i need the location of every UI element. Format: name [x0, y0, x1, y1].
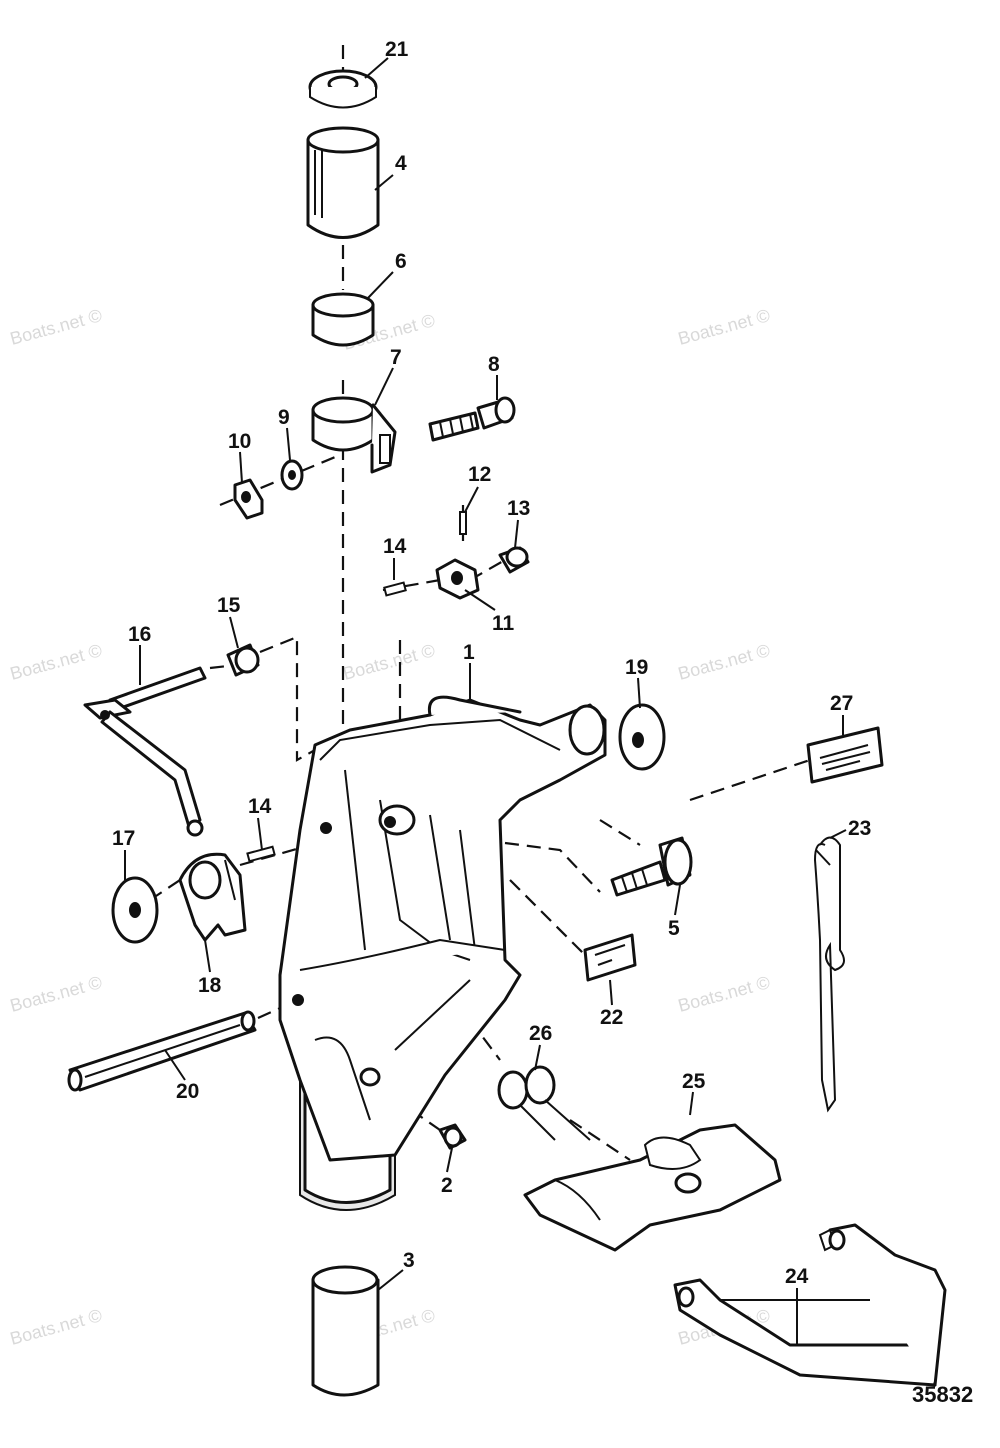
callout-25: 25 [682, 1070, 706, 1093]
callout-15: 15 [217, 594, 241, 617]
callout-21: 21 [385, 38, 409, 61]
part-16-lever [83, 666, 207, 837]
callout-10: 10 [228, 430, 251, 453]
callout-4: 4 [395, 152, 407, 175]
callout-2: 2 [441, 1174, 453, 1197]
callout-3: 3 [403, 1249, 415, 1272]
callout-22: 22 [600, 1006, 623, 1029]
watermark: Boats.net © [8, 1305, 104, 1349]
callout-1: 1 [463, 641, 475, 664]
part-18-cam [178, 852, 247, 942]
part-17-washer [111, 876, 159, 944]
watermark: Boats.net © [8, 305, 104, 349]
part-25-plate [523, 1123, 782, 1252]
leader-lines [124, 57, 847, 1345]
watermark: Boats.net © [341, 640, 437, 684]
part-24-lever [673, 1223, 947, 1387]
watermark: Boats.net © [676, 972, 772, 1016]
callout-26: 26 [529, 1022, 552, 1045]
callout-27: 27 [830, 692, 853, 715]
part-6-bushing [311, 292, 375, 347]
part-2-fitting [438, 1123, 467, 1150]
callout-20: 20 [176, 1080, 199, 1103]
watermark: Boats.net © [8, 972, 104, 1016]
callout-23: 23 [848, 817, 871, 840]
part-14-pin-lower [246, 845, 276, 863]
part-12-pin [459, 511, 467, 535]
part-19-washer [618, 703, 666, 771]
callout-5: 5 [668, 917, 680, 940]
part-4-sleeve [306, 126, 380, 239]
callout-14-upper: 14 [383, 535, 407, 558]
part-14-pin-upper [383, 581, 407, 597]
callout-17: 17 [112, 827, 135, 850]
callout-14-lower: 14 [248, 795, 272, 818]
part-27-decal [806, 726, 884, 784]
callout-8: 8 [488, 353, 500, 376]
part-13-bushing [498, 546, 530, 574]
part-26-spring [497, 1065, 591, 1141]
callout-13: 13 [507, 497, 530, 520]
part-21-washer [308, 69, 378, 109]
figure-number: 35832 [912, 1382, 973, 1407]
callout-16: 16 [128, 623, 151, 646]
part-23-spring [813, 836, 845, 1113]
part-8-bolt [428, 396, 516, 442]
watermark: Boats.net © [8, 640, 104, 684]
watermark: Boats.net © [676, 305, 772, 349]
part-22-decal [583, 933, 637, 982]
callout-7: 7 [390, 346, 402, 369]
callout-18: 18 [198, 974, 222, 997]
watermark: Boats.net © [676, 640, 772, 684]
callout-19: 19 [625, 656, 648, 679]
callout-labels: 21 4 6 7 8 9 10 12 13 14 11 15 16 1 19 2… [112, 38, 871, 1288]
part-10-nut [233, 478, 264, 520]
callout-12: 12 [468, 463, 491, 486]
part-5-bolt [610, 836, 693, 897]
part-7-clamp [311, 396, 397, 474]
callout-6: 6 [395, 250, 407, 273]
callout-24: 24 [785, 1265, 809, 1288]
part-9-washer [280, 459, 304, 491]
part-11-block [435, 558, 480, 600]
part-3-bushing [311, 1265, 380, 1397]
part-1-swivel-bracket [278, 695, 607, 1211]
callout-11: 11 [492, 612, 515, 635]
part-20-pin [67, 1010, 257, 1092]
part-15-bushing [226, 643, 260, 677]
callout-9: 9 [278, 406, 290, 429]
